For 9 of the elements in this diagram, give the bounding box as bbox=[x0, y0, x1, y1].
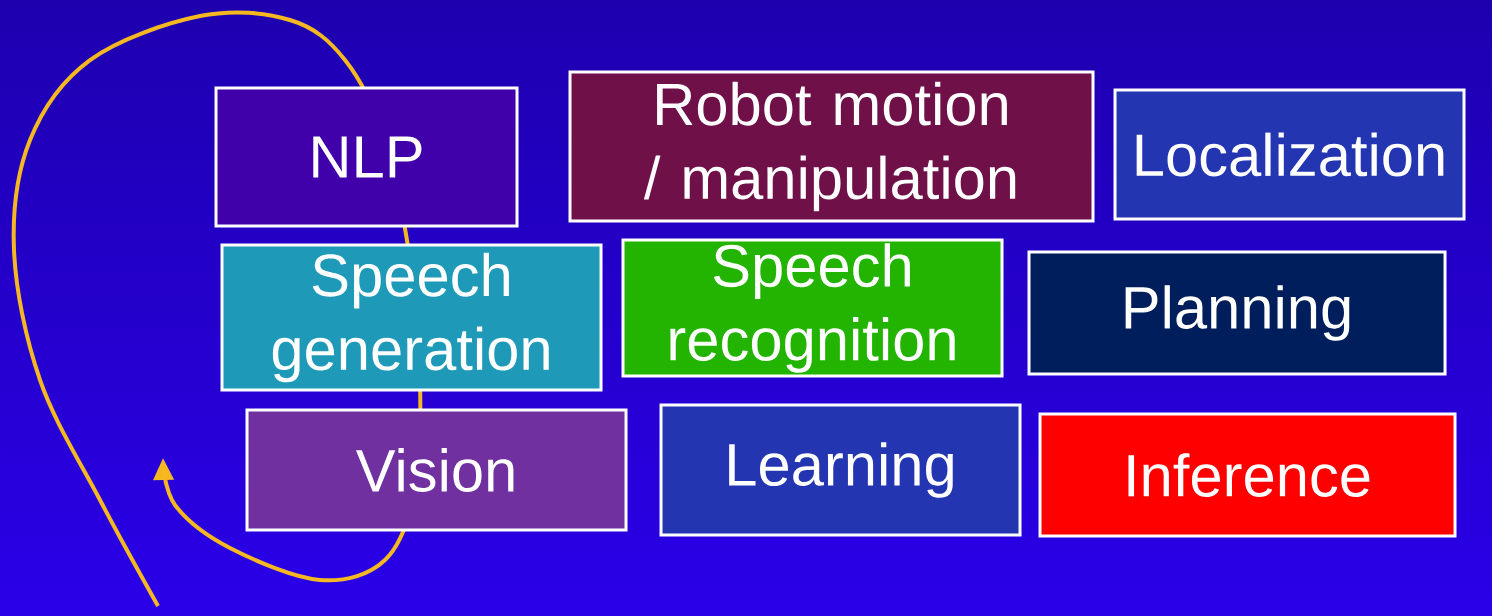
topic-box: Robot motion / manipulation bbox=[568, 70, 1095, 223]
topic-box: Speech generation bbox=[220, 243, 603, 392]
topic-box: Planning bbox=[1027, 250, 1447, 376]
topic-box: Inference bbox=[1038, 412, 1457, 538]
topic-box: Localization bbox=[1113, 88, 1466, 221]
topic-box: Speech recognition bbox=[621, 238, 1004, 378]
topic-box: Learning bbox=[659, 403, 1022, 537]
topic-box: NLP bbox=[214, 86, 519, 228]
topic-box: Vision bbox=[245, 408, 628, 532]
